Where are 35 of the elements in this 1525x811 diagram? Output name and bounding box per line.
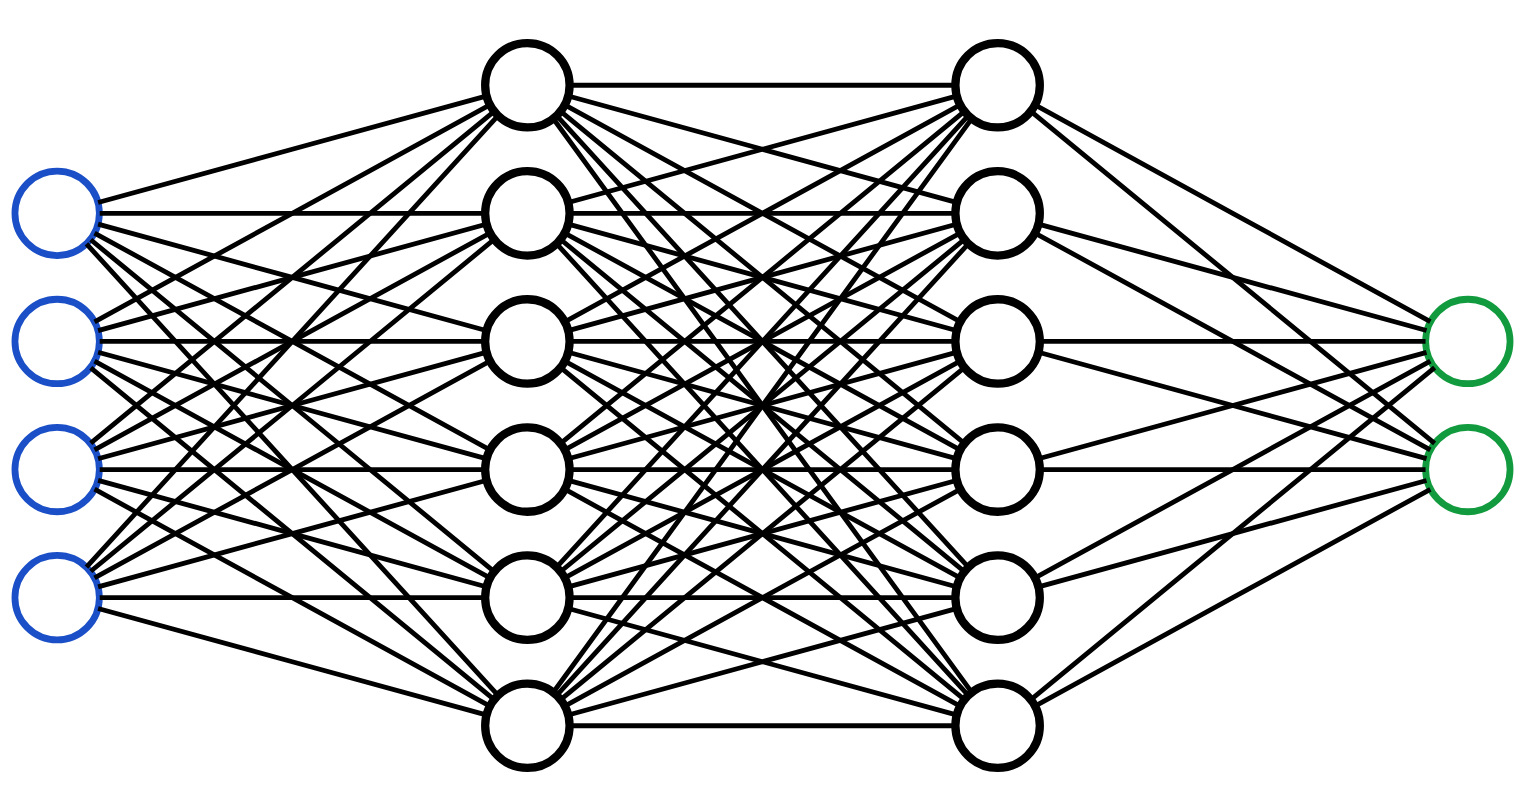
node-circle [481,295,574,388]
connector [97,478,487,590]
connector [97,221,487,333]
connector [554,242,970,697]
node-circle [481,551,574,644]
connector [554,114,970,569]
connector [89,366,496,702]
connector [559,237,966,574]
node-circle [951,295,1044,388]
connector [1040,467,1426,472]
connector [84,242,500,697]
node-circle [481,679,574,773]
connector [89,237,496,574]
node-circle [481,423,574,516]
node-circle [951,679,1044,773]
connector [1029,109,1437,446]
connector [551,117,974,694]
node-circle [951,38,1044,132]
node-circle [951,423,1044,516]
connector [97,93,487,205]
connector [1040,339,1426,344]
node-circle [1422,295,1514,388]
node-circle [951,167,1044,260]
node-circle [951,551,1044,644]
node-circle [11,423,103,516]
node-circle [1422,423,1514,516]
connector [1029,365,1437,702]
connector [84,114,500,569]
connector [89,109,496,445]
node-circle [11,295,103,388]
node-circle [11,552,103,644]
node-circle [481,38,574,132]
connector [97,606,487,718]
node-circle [481,167,574,260]
node-circle [11,167,103,259]
